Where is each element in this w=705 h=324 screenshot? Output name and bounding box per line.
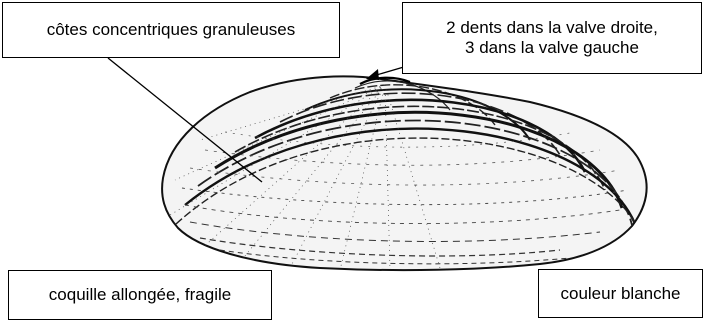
- color-label-text: couleur blanche: [560, 284, 680, 304]
- shape-label-text: coquille allongée, fragile: [49, 285, 231, 305]
- shape-label: coquille allongée, fragile: [8, 270, 272, 320]
- ribs-label-text: côtes concentriques granuleuses: [47, 20, 296, 40]
- color-label: couleur blanche: [538, 269, 703, 318]
- teeth-arrowhead: [366, 69, 379, 80]
- teeth-label: 2 dents dans la valve droite, 3 dans la …: [402, 2, 702, 74]
- teeth-label-line-2: 3 dans la valve gauche: [465, 38, 639, 58]
- teeth-label-line-1: 2 dents dans la valve droite,: [446, 18, 658, 38]
- ribs-label: côtes concentriques granuleuses: [2, 2, 340, 58]
